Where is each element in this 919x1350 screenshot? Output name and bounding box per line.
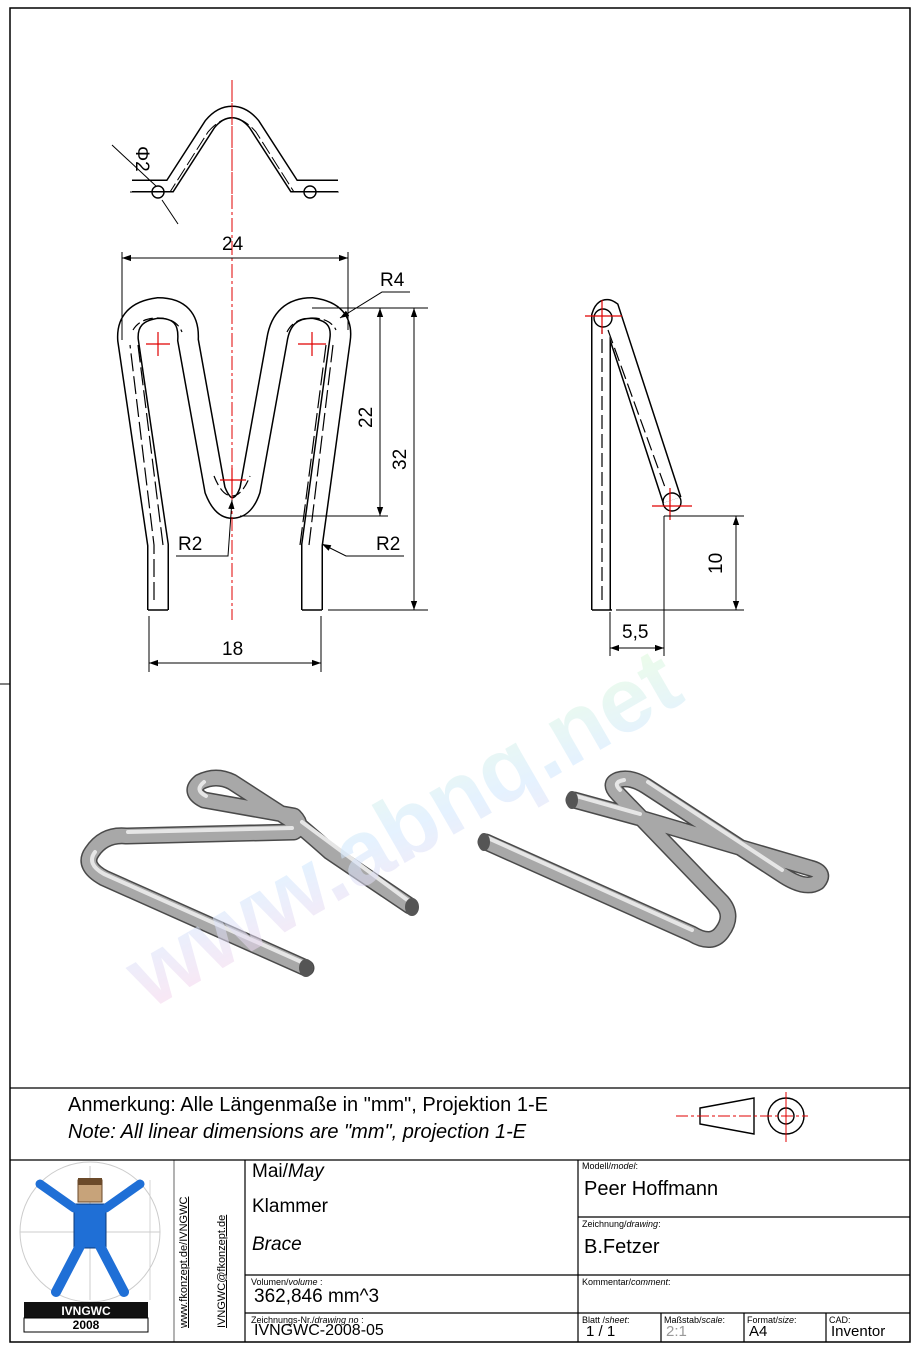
diameter-leader-2	[161, 199, 179, 225]
comment-label: Kommentar/comment:	[582, 1277, 671, 1287]
model-label: Modell/model:	[582, 1161, 639, 1171]
title-block-grid	[173, 1160, 910, 1342]
drawing-no-value: IVNGWC-2008-05	[254, 1322, 384, 1339]
render-3d-left	[80, 769, 419, 977]
note-german: Anmerkung: Alle Längenmaße in "mm", Proj…	[68, 1094, 548, 1116]
dim-18	[148, 616, 322, 672]
drawing-no-label: Zeichnungs-Nr./drawing no :	[251, 1315, 364, 1325]
top-profile-view	[130, 105, 340, 199]
dim-18-label: 18	[222, 639, 243, 660]
dim-r2	[176, 499, 404, 557]
email-link[interactable]: IVNGWC@fkonzept.de	[216, 1214, 228, 1328]
sheet-value: 1 / 1	[586, 1323, 616, 1340]
diameter-leader	[111, 144, 157, 187]
volume-label: Volumen/volume :	[251, 1277, 323, 1287]
dim-22-label: 22	[356, 407, 377, 428]
note-english: Note: All linear dimensions are "mm", pr…	[68, 1121, 527, 1143]
front-view-wire	[116, 296, 352, 612]
dim-24	[121, 252, 349, 340]
format-value: A4	[749, 1323, 768, 1340]
format-label: Format/size:	[747, 1315, 797, 1325]
part-name-de: Klammer	[252, 1196, 329, 1217]
ivngwc-logo: IVNGWC 2008	[19, 1161, 161, 1333]
front-view-centers	[146, 80, 326, 620]
dim-32-label: 32	[390, 449, 411, 470]
dim-24-label: 24	[222, 234, 244, 255]
dim-10-label: 10	[706, 553, 727, 574]
sheet-border	[9, 7, 911, 1343]
dim-r4-label: R4	[380, 270, 405, 291]
drawing-value: B.Fetzer	[584, 1236, 660, 1258]
render-3d-right	[477, 770, 830, 948]
diameter-label: Φ2	[131, 146, 152, 172]
scale-label: Maßstab/scale:	[664, 1315, 726, 1325]
website-link[interactable]: www.fkonzept.de/IVNGWC	[178, 1196, 190, 1328]
drawing-label: Zeichnung/drawing:	[582, 1219, 661, 1229]
dim-10-5-5	[609, 515, 744, 656]
dim-5-5-label: 5,5	[622, 622, 648, 643]
date-field: Mai/May	[252, 1161, 324, 1182]
part-name-en: Brace	[252, 1234, 302, 1255]
side-view-wire	[591, 298, 682, 612]
cad-value: Inventor	[831, 1323, 886, 1340]
projection-symbol-axes	[676, 1092, 808, 1142]
dim-r2-right-label: R2	[376, 534, 400, 555]
side-view-centers	[585, 300, 692, 520]
dim-r4	[339, 291, 410, 319]
scale-value: 2:1	[666, 1323, 687, 1340]
volume-value: 362,846 mm^3	[254, 1286, 380, 1307]
logo-year: 2008	[73, 1318, 100, 1332]
dim-22-32	[240, 307, 428, 611]
cad-label: CAD:	[829, 1315, 851, 1325]
model-value: Peer Hoffmann	[584, 1178, 719, 1200]
dim-r2-left-label: R2	[178, 534, 202, 555]
logo-text: IVNGWC	[61, 1304, 111, 1318]
sheet-label: Blatt /sheet:	[582, 1315, 630, 1325]
